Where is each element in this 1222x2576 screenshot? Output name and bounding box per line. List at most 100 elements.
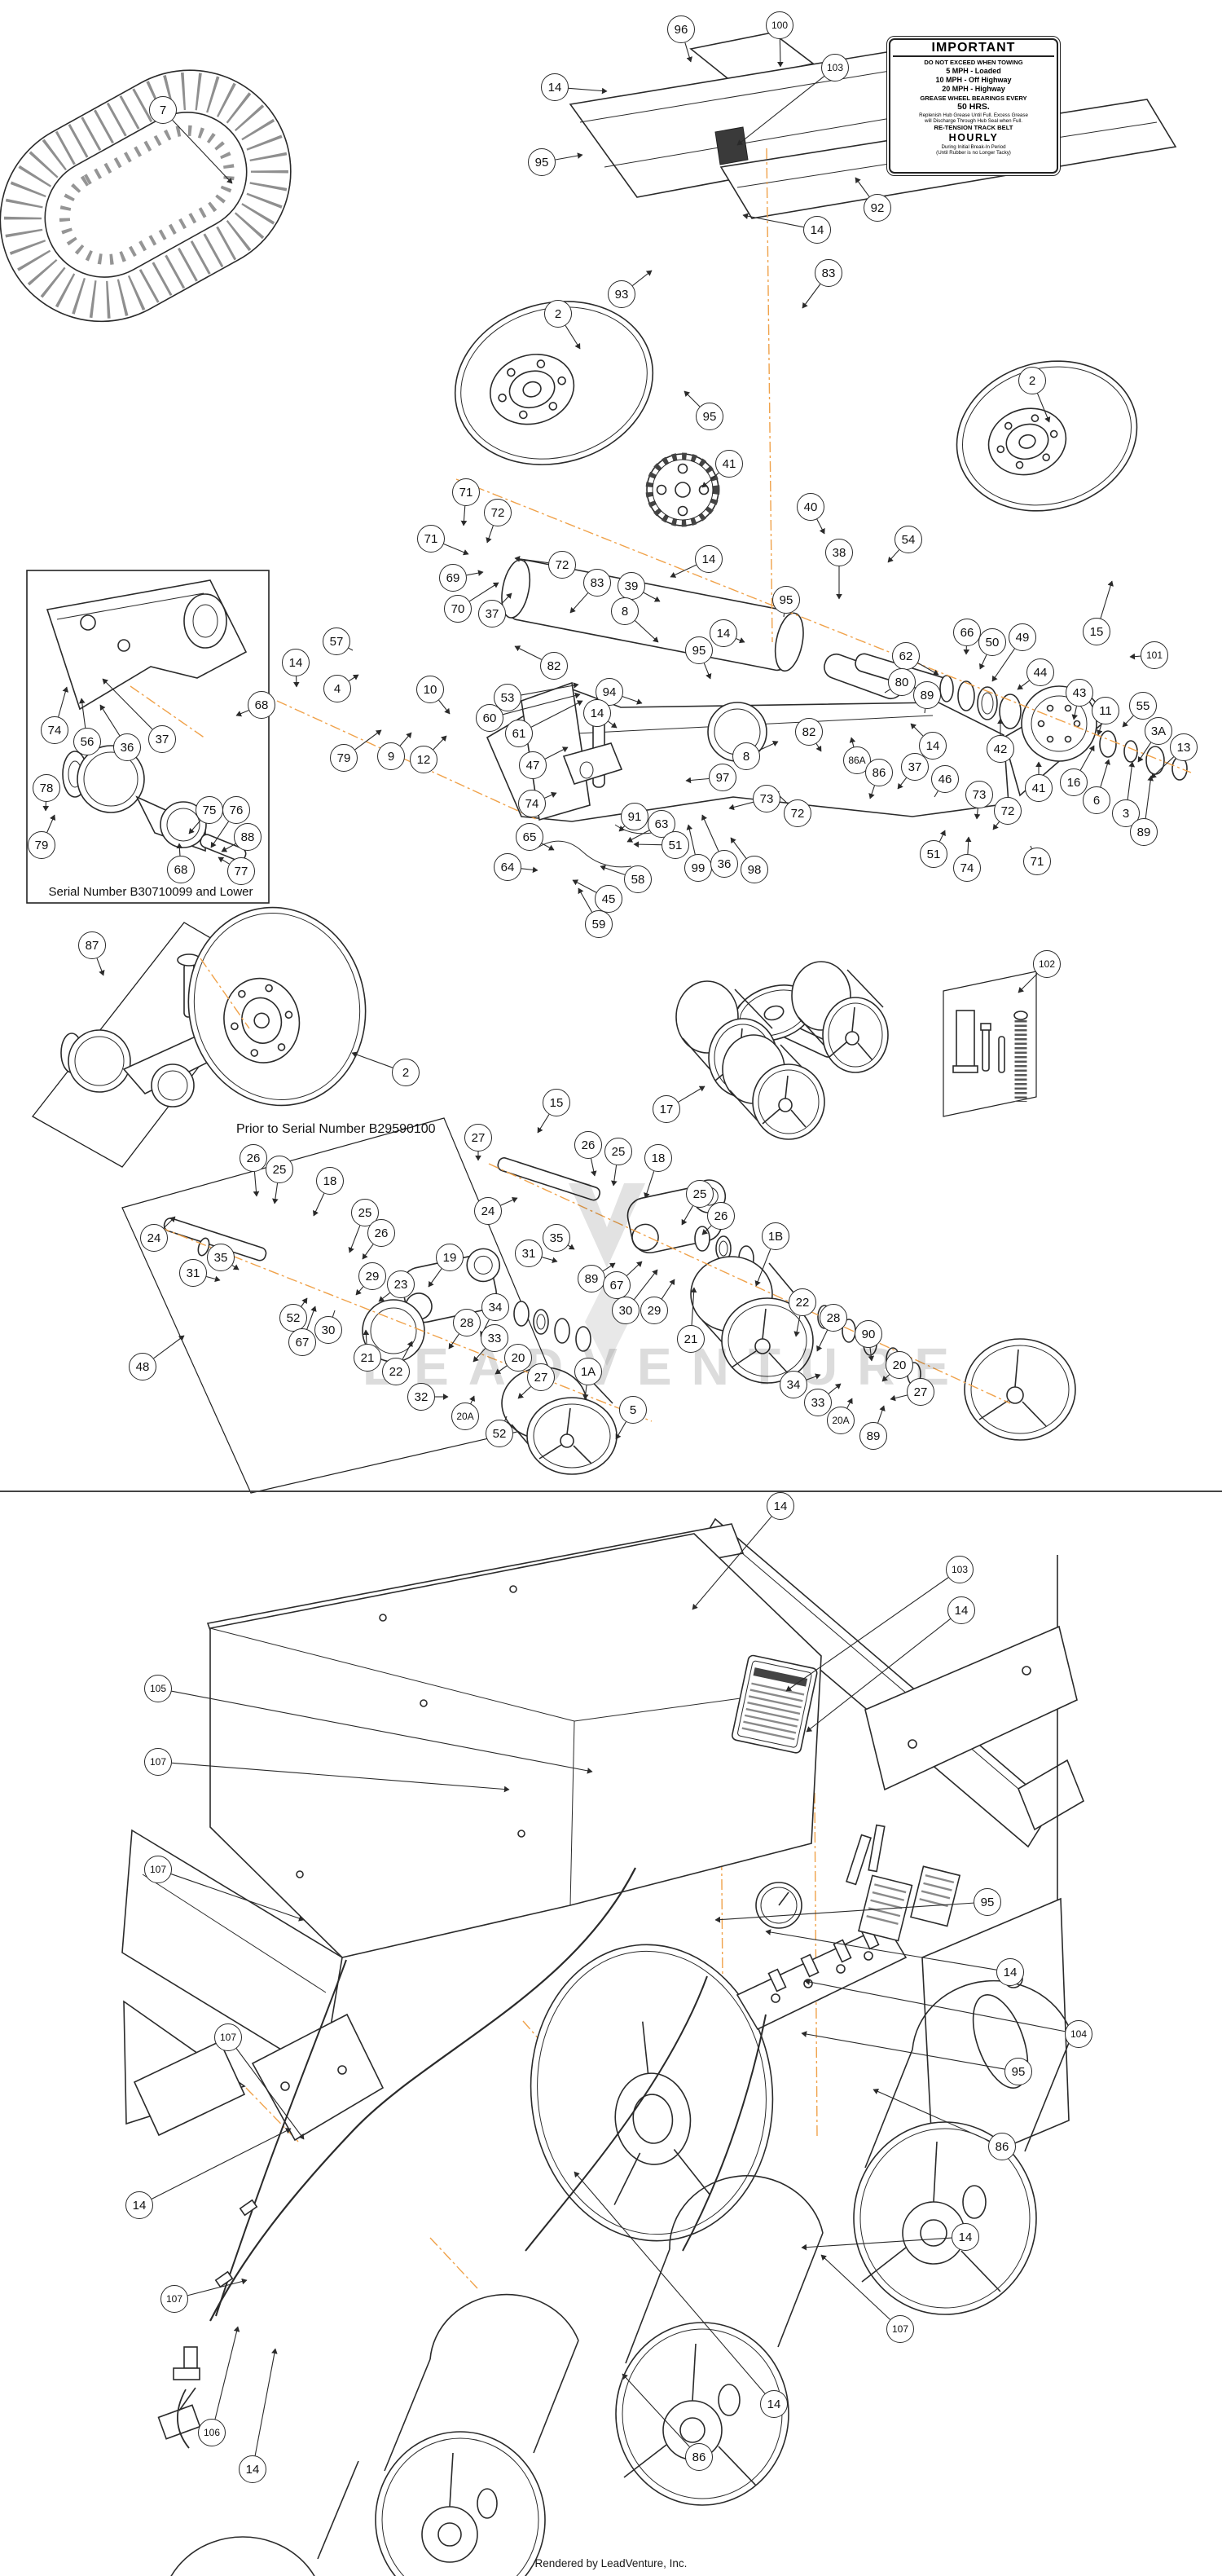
callout-59[interactable]: 59 (585, 910, 613, 938)
callout-91[interactable]: 91 (621, 803, 648, 830)
callout-29[interactable]: 29 (358, 1262, 386, 1290)
callout-89[interactable]: 89 (859, 1422, 887, 1450)
callout-41[interactable]: 41 (1025, 774, 1053, 802)
callout-68[interactable]: 68 (248, 691, 275, 719)
callout-54[interactable]: 54 (895, 526, 922, 553)
callout-14[interactable]: 14 (583, 699, 611, 727)
callout-24[interactable]: 24 (474, 1197, 502, 1225)
callout-67[interactable]: 67 (288, 1328, 316, 1356)
callout-21[interactable]: 21 (677, 1325, 705, 1353)
callout-35[interactable]: 35 (543, 1224, 570, 1252)
callout-25[interactable]: 25 (604, 1138, 632, 1165)
callout-4[interactable]: 4 (323, 675, 351, 702)
callout-20[interactable]: 20 (886, 1351, 913, 1379)
callout-7[interactable]: 7 (149, 96, 177, 124)
callout-90[interactable]: 90 (855, 1320, 882, 1348)
callout-50[interactable]: 50 (978, 628, 1006, 656)
callout-77[interactable]: 77 (227, 857, 255, 885)
callout-33[interactable]: 33 (804, 1389, 832, 1416)
callout-39[interactable]: 39 (618, 572, 645, 600)
callout-79[interactable]: 79 (28, 831, 55, 859)
callout-14[interactable]: 14 (767, 1492, 794, 1520)
callout-95[interactable]: 95 (772, 586, 800, 614)
callout-21[interactable]: 21 (354, 1344, 381, 1372)
callout-18[interactable]: 18 (316, 1167, 344, 1195)
callout-26[interactable]: 26 (707, 1202, 735, 1230)
callout-35[interactable]: 35 (207, 1244, 235, 1271)
callout-28[interactable]: 28 (453, 1309, 481, 1336)
callout-42[interactable]: 42 (987, 735, 1014, 763)
callout-70[interactable]: 70 (444, 595, 472, 623)
callout-89[interactable]: 89 (1130, 818, 1158, 846)
callout-66[interactable]: 66 (953, 619, 981, 646)
callout-26[interactable]: 26 (574, 1131, 602, 1159)
callout-11[interactable]: 11 (1092, 697, 1119, 724)
callout-52[interactable]: 52 (486, 1420, 513, 1447)
callout-26[interactable]: 26 (240, 1144, 267, 1172)
callout-33[interactable]: 33 (481, 1324, 508, 1352)
callout-13[interactable]: 13 (1170, 733, 1198, 761)
callout-22[interactable]: 22 (382, 1358, 410, 1385)
callout-60[interactable]: 60 (476, 704, 503, 732)
callout-34[interactable]: 34 (481, 1293, 509, 1321)
callout-79[interactable]: 79 (330, 744, 358, 772)
callout-14[interactable]: 14 (952, 2223, 979, 2251)
callout-72[interactable]: 72 (484, 499, 512, 526)
callout-71[interactable]: 71 (1023, 848, 1051, 875)
callout-89[interactable]: 89 (578, 1265, 605, 1292)
callout-29[interactable]: 29 (640, 1297, 668, 1324)
callout-30[interactable]: 30 (612, 1297, 640, 1324)
callout-14[interactable]: 14 (803, 216, 831, 244)
callout-107[interactable]: 107 (886, 2315, 914, 2343)
callout-17[interactable]: 17 (653, 1095, 680, 1123)
callout-69[interactable]: 69 (439, 564, 467, 592)
callout-88[interactable]: 88 (234, 823, 262, 851)
callout-56[interactable]: 56 (73, 728, 101, 755)
callout-99[interactable]: 99 (684, 854, 712, 882)
callout-14[interactable]: 14 (541, 73, 569, 101)
callout-96[interactable]: 96 (667, 15, 695, 43)
callout-1B[interactable]: 1B (762, 1222, 789, 1250)
callout-67[interactable]: 67 (603, 1271, 631, 1299)
callout-12[interactable]: 12 (410, 746, 437, 773)
callout-76[interactable]: 76 (222, 796, 250, 824)
callout-71[interactable]: 71 (417, 525, 445, 553)
callout-86[interactable]: 86 (865, 759, 893, 786)
callout-37[interactable]: 37 (901, 753, 929, 781)
callout-43[interactable]: 43 (1066, 679, 1093, 707)
callout-107[interactable]: 107 (160, 2285, 188, 2313)
callout-28[interactable]: 28 (820, 1304, 847, 1332)
callout-25[interactable]: 25 (686, 1180, 714, 1208)
callout-2[interactable]: 2 (1018, 367, 1046, 394)
callout-16[interactable]: 16 (1060, 768, 1088, 796)
callout-73[interactable]: 73 (965, 781, 993, 808)
callout-74[interactable]: 74 (953, 854, 981, 882)
callout-3A[interactable]: 3A (1145, 717, 1172, 745)
callout-82[interactable]: 82 (540, 652, 568, 680)
callout-71[interactable]: 71 (452, 478, 480, 506)
callout-47[interactable]: 47 (519, 751, 547, 779)
callout-24[interactable]: 24 (140, 1224, 168, 1252)
callout-23[interactable]: 23 (387, 1270, 415, 1298)
callout-103[interactable]: 103 (821, 54, 849, 81)
callout-46[interactable]: 46 (931, 765, 959, 793)
callout-103[interactable]: 103 (946, 1556, 974, 1583)
callout-87[interactable]: 87 (78, 931, 106, 959)
callout-27[interactable]: 27 (527, 1363, 555, 1391)
callout-14[interactable]: 14 (239, 2455, 266, 2483)
callout-52[interactable]: 52 (279, 1304, 307, 1332)
callout-9[interactable]: 9 (377, 742, 405, 770)
callout-31[interactable]: 31 (179, 1259, 207, 1287)
callout-14[interactable]: 14 (710, 619, 737, 647)
callout-107[interactable]: 107 (144, 1748, 172, 1776)
callout-75[interactable]: 75 (196, 796, 223, 824)
callout-14[interactable]: 14 (760, 2390, 788, 2418)
callout-65[interactable]: 65 (516, 823, 543, 851)
callout-27[interactable]: 27 (464, 1124, 492, 1151)
callout-83[interactable]: 83 (583, 569, 611, 597)
callout-14[interactable]: 14 (919, 732, 947, 760)
callout-83[interactable]: 83 (815, 259, 842, 287)
callout-14[interactable]: 14 (947, 1596, 975, 1624)
callout-5[interactable]: 5 (619, 1396, 647, 1424)
callout-41[interactable]: 41 (715, 450, 743, 478)
